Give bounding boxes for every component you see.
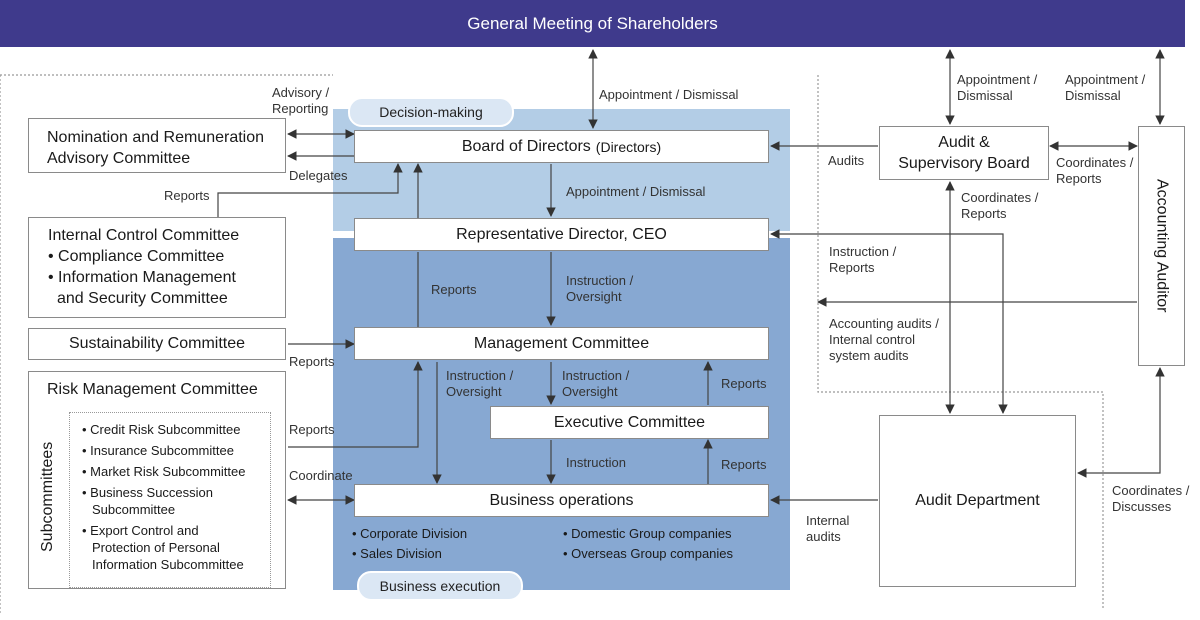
nomination-line-1: Nomination and Remuneration [47,129,265,146]
reports-label-sustainability: Reports [289,354,335,369]
insurance-subcommittee: • Insurance Subcommittee [82,443,234,458]
appointment-dismissal-board-label: Appointment / Dismissal [599,87,739,102]
general-meeting-of-shareholders: General Meeting of Shareholders [0,0,1185,47]
board-of-directors-title: Board of Directors [461,137,591,155]
export-control-subcommittee-cont-1: Protection of Personal [92,540,220,555]
audit-supervisory-board-box: Audit & Supervisory Board [879,126,1049,180]
accounting-auditor-label: Accounting Auditor [1153,179,1171,313]
reports-label-management: Reports [431,282,477,297]
export-control-subcommittee: • Export Control and [82,523,199,538]
business-execution-label: Business execution [357,571,523,601]
coordinates-reports-audit-dept-label: Coordinates /Reports [961,190,1039,221]
information-management-committee: • Information Management [48,269,236,286]
audit-board-line-1: Audit & [938,134,990,151]
internal-control-committee-box: Internal Control Committee • Compliance … [28,217,286,318]
decision-making-label: Decision-making [348,97,514,127]
coordinates-reports-accounting-label: Coordinates /Reports [1056,155,1134,186]
nomination-line-2: Advisory Committee [47,150,191,167]
board-of-directors-subtitle: (Directors) [595,138,662,155]
instruction-oversight-ceo-label: Instruction /Oversight [566,273,634,304]
overseas-group-companies: • Overseas Group companies [563,546,734,561]
audit-department-box: Audit Department [879,415,1076,587]
reports-label-executive: Reports [721,376,767,391]
management-committee-box: Management Committee [354,327,769,360]
delegates-label: Delegates [289,168,348,183]
sustainability-committee-box: Sustainability Committee [28,328,286,360]
reports-label-internal-control: Reports [164,188,210,203]
instruction-oversight-ops-label: Instruction /Oversight [446,368,514,399]
reports-label-risk: Reports [289,422,335,437]
sales-division: • Sales Division [352,546,442,561]
audits-label: Audits [828,153,865,168]
export-control-subcommittee-cont-2: Information Subcommittee [92,557,244,572]
instruction-oversight-exec-label: Instruction /Oversight [562,368,630,399]
risk-management-title: Risk Management Committee [47,381,258,398]
subcommittees-list: • Credit Risk Subcommittee • Insurance S… [69,412,271,588]
market-risk-subcommittee: • Market Risk Subcommittee [82,464,246,479]
accounting-auditor-box: Accounting Auditor [1138,126,1185,366]
compliance-committee: • Compliance Committee [48,248,225,265]
coordinates-discusses-label: Coordinates /Discusses [1112,483,1190,514]
coordinate-label: Coordinate [289,468,353,483]
appointment-dismissal-ceo-label: Appointment / Dismissal [566,184,706,199]
subcommittees-label: Subcommittees [39,441,56,553]
decision-making-zone [333,109,790,231]
corporate-division: • Corporate Division [352,526,468,541]
instruction-label: Instruction [566,455,626,470]
audit-board-line-2: Supervisory Board [898,155,1030,172]
instruction-reports-label: Instruction /Reports [829,244,897,275]
business-succession-subcommittee: • Business Succession [82,485,214,500]
ceo-box: Representative Director, CEO [354,218,769,251]
appointment-dismissal-accounting-label: Appointment /Dismissal [1065,72,1146,103]
advisory-reporting-label: Advisory /Reporting [272,85,330,116]
nomination-remuneration-committee-box: Nomination and Remuneration Advisory Com… [28,118,286,173]
executive-committee-box: Executive Committee [490,406,769,439]
appointment-dismissal-audit-board-label: Appointment /Dismissal [957,72,1038,103]
domestic-group-companies: • Domestic Group companies [563,526,732,541]
risk-management-committee-box: Risk Management Committee Subcommittees … [28,371,286,589]
board-of-directors-box: Board of Directors (Directors) [354,130,769,163]
business-operations-box: Business operations [354,484,769,517]
reports-label-operations: Reports [721,457,767,472]
internal-control-title: Internal Control Committee [48,227,240,244]
credit-risk-subcommittee: • Credit Risk Subcommittee [82,422,241,437]
business-succession-subcommittee-cont: Subcommittee [92,502,176,517]
information-management-committee-cont: and Security Committee [57,290,228,307]
